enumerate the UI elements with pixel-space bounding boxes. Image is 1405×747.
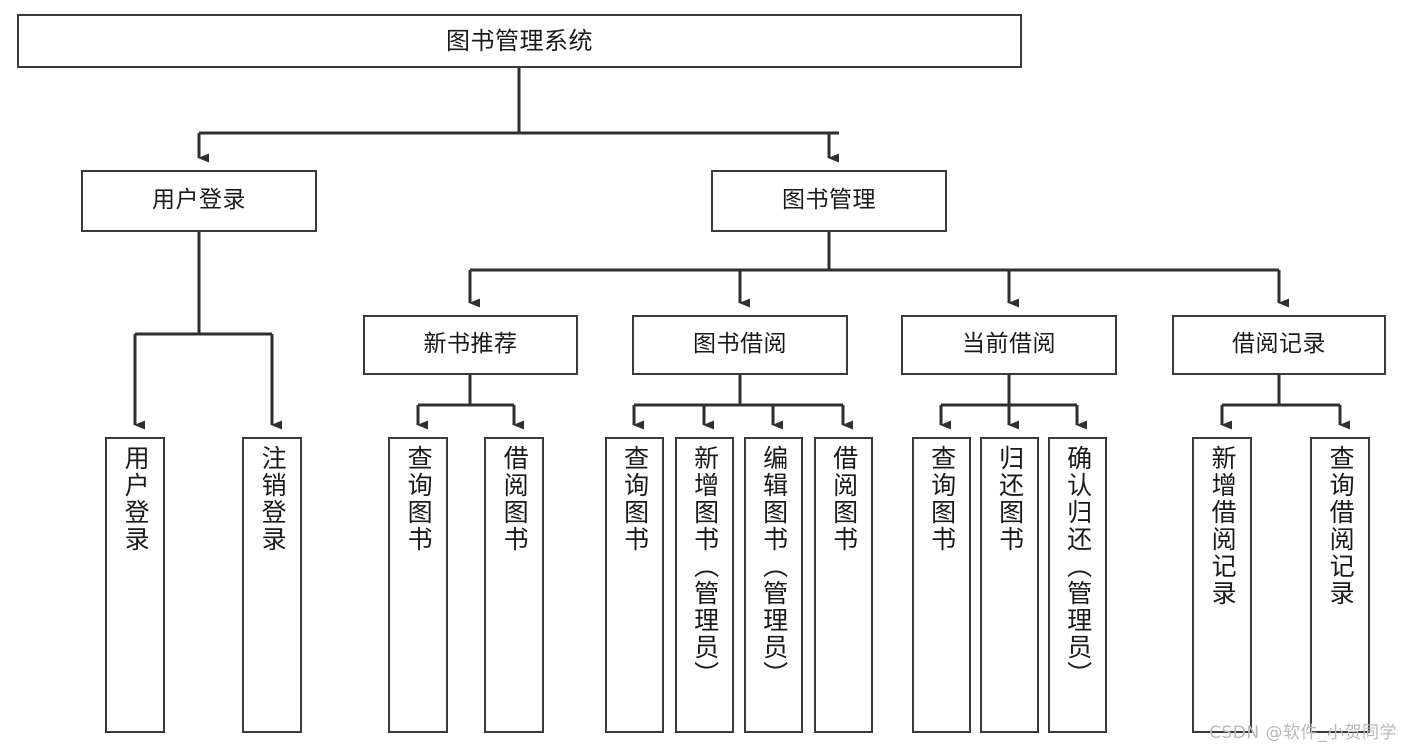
node-label: 用户登录 [152, 187, 246, 214]
node-new-book-recommend[interactable]: 新书推荐 [363, 315, 578, 375]
node-book-manage[interactable]: 图书管理 [711, 170, 947, 232]
node-leaf-edit-book-admin[interactable]: 编辑图书（管理员） [744, 437, 803, 733]
node-leaf-query-book-current[interactable]: 查询图书 [912, 437, 971, 733]
node-leaf-borrow-book[interactable]: 借阅图书 [814, 437, 873, 733]
node-label: 图书管理系统 [446, 26, 593, 55]
node-root-system[interactable]: 图书管理系统 [17, 14, 1022, 68]
node-label: 编辑图书（管理员） [759, 445, 789, 688]
node-label: 查询图书 [404, 445, 434, 553]
node-leaf-user-login[interactable]: 用户登录 [105, 437, 165, 733]
node-label: 归还图书 [995, 445, 1025, 553]
node-leaf-query-book-borrow[interactable]: 查询图书 [605, 437, 664, 733]
node-label: 查询图书 [620, 445, 650, 553]
node-label: 新书推荐 [423, 331, 518, 358]
node-leaf-query-book-recommend[interactable]: 查询图书 [388, 437, 448, 733]
node-label: 新增借阅记录 [1208, 445, 1238, 607]
node-leaf-borrow-book-recommend[interactable]: 借阅图书 [484, 437, 544, 733]
node-label: 借阅图书 [829, 445, 859, 553]
node-leaf-query-borrow-record[interactable]: 查询借阅记录 [1310, 437, 1370, 733]
node-label: 当前借阅 [962, 331, 1056, 358]
node-label: 新增图书（管理员） [690, 445, 720, 688]
node-label: 查询借阅记录 [1326, 445, 1356, 607]
node-leaf-return-book[interactable]: 归还图书 [980, 437, 1039, 733]
node-label: 图书管理 [782, 187, 876, 214]
node-current-borrow[interactable]: 当前借阅 [901, 315, 1117, 375]
node-label: 注销登录 [258, 445, 288, 553]
node-label: 查询图书 [927, 445, 957, 553]
node-label: 图书借阅 [693, 331, 787, 358]
node-leaf-add-book-admin[interactable]: 新增图书（管理员） [675, 437, 734, 733]
node-user-login[interactable]: 用户登录 [81, 170, 317, 232]
node-borrow-record[interactable]: 借阅记录 [1172, 315, 1386, 375]
node-leaf-add-borrow-record[interactable]: 新增借阅记录 [1192, 437, 1252, 733]
watermark-text: CSDN @软件_小贺同学 [1209, 723, 1397, 743]
node-label: 借阅记录 [1232, 331, 1326, 358]
node-label: 确认归还（管理员） [1063, 445, 1093, 688]
node-label: 借阅图书 [500, 445, 530, 553]
node-leaf-confirm-return-admin[interactable]: 确认归还（管理员） [1048, 437, 1107, 733]
node-leaf-logout[interactable]: 注销登录 [242, 437, 302, 733]
node-label: 用户登录 [121, 445, 151, 553]
node-book-borrow[interactable]: 图书借阅 [632, 315, 848, 375]
